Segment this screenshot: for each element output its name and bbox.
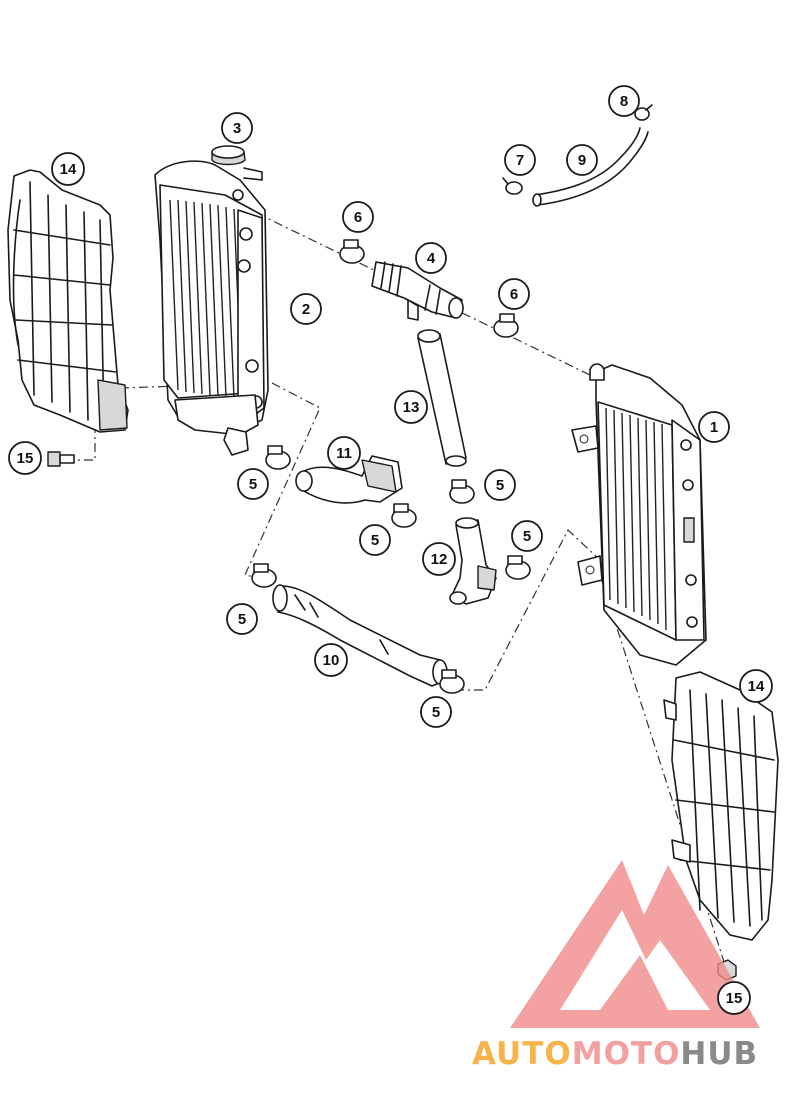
callout-5d: 5 (511, 520, 543, 552)
left-radiator-louver (7, 169, 129, 433)
svg-text:AUTOMOTOHUB: AUTOMOTOHUB (472, 1036, 758, 1072)
svg-text:9: 9 (578, 152, 586, 169)
svg-text:10: 10 (323, 652, 340, 669)
callout-11: 11 (327, 436, 361, 470)
callout-3: 3 (221, 112, 253, 144)
svg-text:7: 7 (516, 152, 524, 169)
callout-1: 1 (698, 411, 730, 443)
left-radiator (154, 145, 269, 456)
hose-12 (449, 517, 497, 605)
right-radiator-louver (663, 671, 779, 941)
callout-5c: 5 (484, 469, 516, 501)
svg-text:5: 5 (523, 528, 531, 545)
svg-text:1: 1 (710, 419, 718, 436)
watermark-text: AUTOMOTOHUB (472, 1036, 758, 1072)
watermark-part-moto: MOTO (572, 1036, 681, 1072)
svg-text:5: 5 (496, 477, 504, 494)
clamp-6b (493, 313, 519, 338)
svg-text:15: 15 (17, 450, 34, 467)
svg-text:13: 13 (403, 399, 420, 416)
callout-10: 10 (314, 643, 348, 677)
svg-text:5: 5 (249, 476, 257, 493)
svg-text:4: 4 (427, 250, 436, 267)
callout-5b: 5 (359, 524, 391, 556)
callout-2: 2 (290, 293, 322, 325)
callout-6a: 6 (342, 201, 374, 233)
callout-7: 7 (504, 144, 536, 176)
svg-text:6: 6 (354, 209, 362, 226)
hose-11 (295, 455, 403, 504)
clamp-5e (251, 563, 277, 588)
hose-10 (272, 584, 448, 687)
right-radiator (571, 363, 707, 666)
callout-5e: 5 (226, 603, 258, 635)
svg-text:15: 15 (726, 990, 743, 1007)
callout-8: 8 (608, 85, 640, 117)
callout-9: 9 (566, 144, 598, 176)
watermark-logo (510, 860, 760, 1028)
callout-5a: 5 (237, 468, 269, 500)
svg-text:3: 3 (233, 120, 241, 137)
callout-15b: 15 (717, 981, 751, 1015)
callout-14b: 14 (739, 669, 773, 703)
clip-8 (634, 104, 653, 121)
svg-text:8: 8 (620, 93, 628, 110)
callout-14a: 14 (51, 152, 85, 186)
watermark-part-auto: AUTO (472, 1036, 572, 1072)
clamp-6a (339, 239, 365, 264)
clamp-5f (439, 669, 465, 694)
callout-4: 4 (415, 242, 447, 274)
callout-6b: 6 (498, 278, 530, 310)
svg-text:5: 5 (371, 532, 379, 549)
clamp-5d (505, 555, 531, 580)
clamp-5c (449, 479, 475, 504)
hose-13 (417, 329, 467, 467)
clamp-5b (391, 503, 417, 528)
callout-13: 13 (394, 390, 428, 424)
svg-text:14: 14 (60, 161, 77, 178)
svg-text:5: 5 (432, 704, 440, 721)
bolt-15a (47, 451, 75, 467)
callout-15a: 15 (8, 441, 42, 475)
svg-text:6: 6 (510, 286, 518, 303)
svg-text:14: 14 (748, 678, 765, 695)
callout-12: 12 (422, 542, 456, 576)
breather-hose-9 (532, 127, 649, 207)
svg-text:2: 2 (302, 301, 310, 318)
clamp-5a (265, 445, 291, 470)
watermark-part-hub: HUB (680, 1036, 758, 1072)
svg-text:12: 12 (431, 551, 448, 568)
callout-5f: 5 (420, 696, 452, 728)
svg-text:11: 11 (336, 445, 352, 462)
svg-text:5: 5 (238, 611, 246, 628)
clip-7 (502, 177, 523, 195)
hose-4 (371, 261, 464, 321)
